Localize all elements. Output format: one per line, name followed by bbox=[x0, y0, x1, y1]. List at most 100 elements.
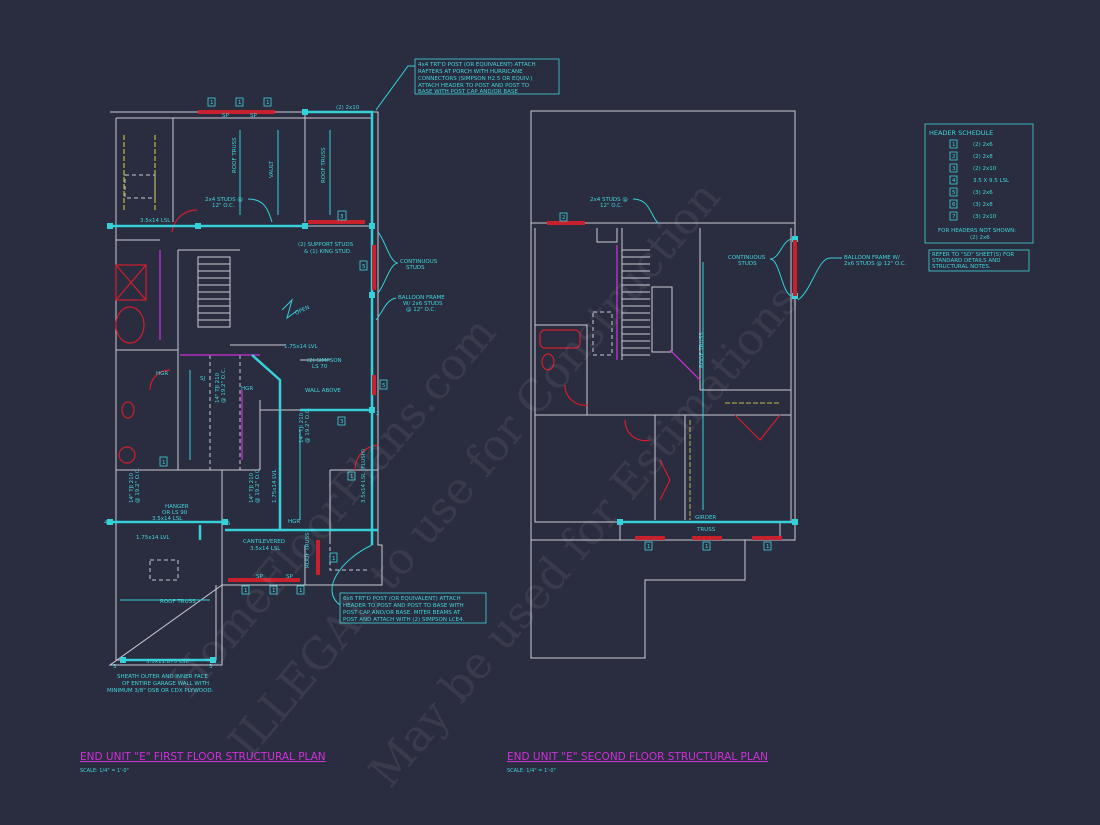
svg-text:LS 70: LS 70 bbox=[312, 364, 328, 370]
svg-text:HGR: HGR bbox=[288, 519, 300, 525]
svg-text:1: 1 bbox=[647, 544, 651, 550]
svg-text:14" TJI 210: 14" TJI 210 bbox=[129, 472, 135, 503]
second-floor-title: END UNIT "E" SECOND FLOOR STRUCTURAL PLA… bbox=[507, 751, 768, 763]
svg-text:(2) SUPPORT STUDS: (2) SUPPORT STUDS bbox=[298, 242, 354, 248]
svg-text:STANDARD DETAILS AND: STANDARD DETAILS AND bbox=[932, 258, 1000, 264]
svg-text:1: 1 bbox=[272, 588, 276, 594]
svg-text:BASE WITH POST CAP AND/OR BASE: BASE WITH POST CAP AND/OR BASE bbox=[418, 89, 518, 95]
svg-text:1: 1 bbox=[244, 588, 248, 594]
svg-text:1: 1 bbox=[952, 142, 956, 148]
svg-text:2: 2 bbox=[562, 215, 566, 221]
svg-text:SP: SP bbox=[286, 574, 293, 580]
svg-text:WALL ABOVE: WALL ABOVE bbox=[305, 388, 341, 394]
svg-text:3.5x14 LSL: 3.5x14 LSL bbox=[140, 218, 171, 224]
svg-text:2x6 STUDS @ 12" O.C.: 2x6 STUDS @ 12" O.C. bbox=[844, 261, 907, 267]
svg-text:3.5x14 LSL (FLUSH): 3.5x14 LSL (FLUSH) bbox=[361, 449, 367, 503]
svg-text:(3) 2x10: (3) 2x10 bbox=[973, 214, 997, 220]
svg-text:(2) 2x10: (2) 2x10 bbox=[336, 105, 360, 111]
first-floor-plan: 1 1 1 3 5 5 3 1 1 1 1 1 1 (2) 2x10 ROOF … bbox=[80, 58, 560, 774]
svg-text:(3) 2x8: (3) 2x8 bbox=[973, 202, 993, 208]
svg-text:& (1) KING STUD.: & (1) KING STUD. bbox=[304, 249, 352, 255]
svg-text:1: 1 bbox=[299, 588, 303, 594]
svg-text:BALLOON FRAME: BALLOON FRAME bbox=[398, 295, 445, 301]
svg-text:(2) 2x6: (2) 2x6 bbox=[973, 142, 993, 148]
svg-text:12" O.C.: 12" O.C. bbox=[212, 203, 235, 209]
svg-text:FOR HEADERS NOT SHOWN:: FOR HEADERS NOT SHOWN: bbox=[938, 228, 1016, 234]
svg-text:HANGER: HANGER bbox=[165, 504, 189, 510]
svg-text:HEADER SCHEDULE: HEADER SCHEDULE bbox=[929, 129, 993, 137]
stairs bbox=[197, 256, 231, 328]
svg-text:4: 4 bbox=[952, 178, 956, 184]
svg-text:SHEATH OUTER AND INNER FACE: SHEATH OUTER AND INNER FACE bbox=[117, 674, 208, 680]
svg-text:3.5x14 LSL: 3.5x14 LSL bbox=[250, 546, 281, 552]
svg-text:ROOF TRUSS: ROOF TRUSS bbox=[699, 332, 705, 368]
svg-text:3.5 X 9.5 LSL: 3.5 X 9.5 LSL bbox=[973, 178, 1010, 184]
svg-text:ROOF TRUSS: ROOF TRUSS bbox=[232, 137, 238, 173]
svg-text:1: 1 bbox=[162, 460, 166, 466]
svg-text:1.75x14 LVL: 1.75x14 LVL bbox=[284, 344, 318, 350]
svg-text:RAFTERS AT PORCH WITH HURRICAN: RAFTERS AT PORCH WITH HURRICANE bbox=[418, 69, 523, 75]
svg-text:@ 19.2" O.C.: @ 19.2" O.C. bbox=[255, 468, 261, 503]
stairs bbox=[616, 245, 701, 381]
svg-text:14" TJI 210: 14" TJI 210 bbox=[215, 372, 221, 403]
header-tags: 1 1 1 3 5 5 3 1 1 1 1 1 1 bbox=[159, 97, 388, 595]
svg-text:TRUSS: TRUSS bbox=[696, 527, 716, 533]
svg-text:SP: SP bbox=[222, 113, 229, 119]
svg-text:1: 1 bbox=[238, 100, 242, 106]
svg-text:(2) SIMPSON: (2) SIMPSON bbox=[307, 358, 342, 364]
rear-post-note: 6x6 TRT'D POST (OR EQUIVALENT) ATTACH HE… bbox=[331, 544, 487, 624]
svg-text:5: 5 bbox=[382, 383, 386, 389]
svg-text:(2) 2x8: (2) 2x8 bbox=[973, 154, 993, 160]
svg-text:CONTINUOUS: CONTINUOUS bbox=[400, 259, 438, 265]
svg-text:GIRDER: GIRDER bbox=[695, 515, 716, 521]
svg-text:5: 5 bbox=[952, 190, 956, 196]
svg-text:5: 5 bbox=[227, 521, 231, 527]
svg-text:STRUCTURAL NOTES.: STRUCTURAL NOTES. bbox=[932, 264, 991, 270]
header-schedule: HEADER SCHEDULE 1(2) 2x6 2(2) 2x8 3(2) 2… bbox=[924, 123, 1034, 244]
svg-text:HGR: HGR bbox=[156, 371, 168, 377]
svg-text:HGR: HGR bbox=[241, 386, 253, 392]
second-floor-scale: SCALE: 1/4" = 1'-0" bbox=[507, 768, 556, 774]
svg-text:5: 5 bbox=[362, 264, 366, 270]
first-floor-scale: SCALE: 1/4" = 1'-0" bbox=[80, 768, 129, 774]
porch-post-note: 4x4 TRT'D POST (OR EQUIVALENT) ATTACH RA… bbox=[375, 58, 560, 111]
svg-text:OR LS 90: OR LS 90 bbox=[162, 510, 188, 516]
garage-sheathing-note: SHEATH OUTER AND INNER FACE OF ENTIRE GA… bbox=[107, 674, 214, 694]
svg-text:4: 4 bbox=[104, 520, 108, 526]
svg-text:2x4 STUDS @: 2x4 STUDS @ bbox=[590, 197, 628, 203]
svg-text:(3) 2x6: (3) 2x6 bbox=[973, 190, 993, 196]
svg-text:3: 3 bbox=[340, 214, 344, 220]
svg-text:6: 6 bbox=[952, 202, 956, 208]
svg-text:2x4 STUDS @: 2x4 STUDS @ bbox=[205, 197, 243, 203]
svg-text:1.75x14 LVL: 1.75x14 LVL bbox=[272, 469, 278, 503]
svg-text:7: 7 bbox=[952, 214, 956, 220]
svg-text:1: 1 bbox=[350, 474, 354, 480]
svg-text:W/ 2x6 STUDS: W/ 2x6 STUDS bbox=[403, 301, 443, 307]
svg-text:SP: SP bbox=[250, 113, 257, 119]
svg-text:14" TJI 210: 14" TJI 210 bbox=[249, 472, 255, 503]
svg-text:1: 1 bbox=[266, 100, 270, 106]
svg-text:1: 1 bbox=[210, 100, 214, 106]
svg-text:@ 19.2" O.C.: @ 19.2" O.C. bbox=[135, 468, 141, 503]
svg-text:VAULT: VAULT bbox=[269, 160, 275, 178]
svg-text:1.75x14 LVL: 1.75x14 LVL bbox=[136, 535, 170, 541]
svg-text:REFER TO "SD" SHEET(S) FOR: REFER TO "SD" SHEET(S) FOR bbox=[932, 252, 1014, 258]
svg-text:OPEN: OPEN bbox=[294, 305, 310, 317]
svg-text:ROOF TRUSS: ROOF TRUSS bbox=[321, 147, 327, 183]
svg-text:2: 2 bbox=[952, 154, 956, 160]
svg-text:2: 2 bbox=[376, 411, 380, 417]
svg-text:STUDS: STUDS bbox=[738, 261, 757, 267]
svg-text:@ 19.2" O.C.: @ 19.2" O.C. bbox=[305, 408, 311, 443]
svg-text:SJ: SJ bbox=[200, 376, 205, 382]
svg-text:3.5x14 LSL: 3.5x14 LSL bbox=[152, 516, 183, 522]
svg-text:SP: SP bbox=[256, 574, 263, 580]
second-floor-labels: 2x4 STUDS @ 12" O.C. CONTINUOUS STUDS BA… bbox=[590, 197, 907, 533]
svg-text:OF ENTIRE GARAGE WALL WITH: OF ENTIRE GARAGE WALL WITH bbox=[122, 681, 209, 687]
svg-text:ROOF TRUSS: ROOF TRUSS bbox=[160, 599, 196, 605]
second-floor-plan: 2 1 1 1 2x4 STUDS @ 12" O.C. CONTINUOUS … bbox=[507, 110, 907, 774]
svg-text:MINIMUM 3/8" OSB OR CDX PLYWOO: MINIMUM 3/8" OSB OR CDX PLYWOOD. bbox=[107, 688, 214, 694]
svg-text:12" O.C.: 12" O.C. bbox=[600, 203, 623, 209]
svg-text:@ 19.2" O.C.: @ 19.2" O.C. bbox=[221, 368, 227, 403]
